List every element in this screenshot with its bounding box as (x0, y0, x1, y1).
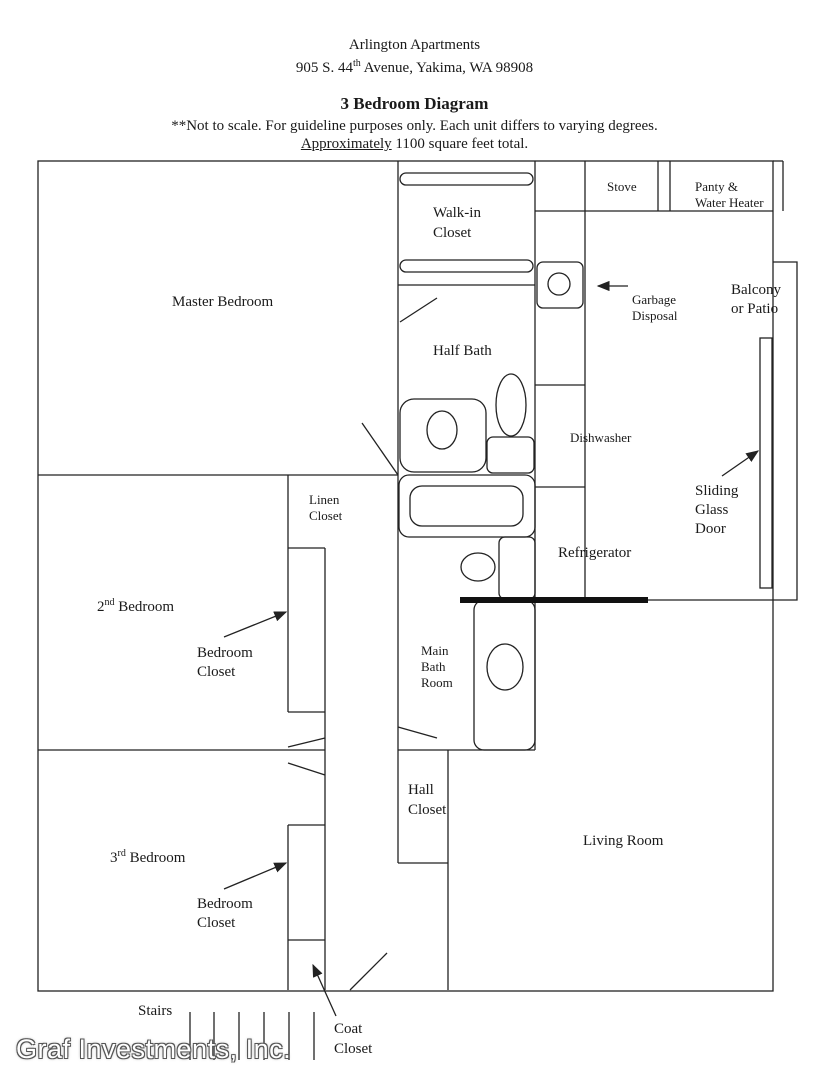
main-bath-label-3: Room (421, 675, 453, 690)
door-mainbath (397, 726, 438, 739)
arrow-sliding (721, 450, 760, 477)
area-approx: Approximately (300, 136, 392, 152)
linen-closet-label-1: Linen (309, 492, 340, 507)
pantry-label-2: Water Heater (695, 195, 764, 209)
mainbath-toilet-tank (498, 536, 536, 600)
third-bedroom-label: 3rd Bedroom (110, 844, 185, 868)
address-superscript: th (352, 58, 361, 69)
mainbath-sink (486, 643, 524, 691)
half-bath-label: Half Bath (433, 343, 492, 359)
closet3-label-2: Closet (197, 915, 236, 931)
sliding-door-label-1: Sliding (695, 483, 739, 499)
closet-rod-1 (399, 172, 534, 186)
arrow-closet2 (223, 611, 288, 638)
closet2-label-1: Bedroom (197, 645, 253, 661)
second-bedroom-sup: nd (104, 597, 115, 608)
area-note: Approximately 1100 square feet total. (0, 135, 829, 153)
address: 905 S. 44th Avenue, Yakima, WA 98908 (0, 55, 829, 77)
master-bedroom-label: Master Bedroom (172, 294, 274, 310)
living-room-label: Living Room (583, 833, 664, 849)
balcony-label-2: or Patio (731, 301, 779, 317)
halfbath-toilet-tank (486, 436, 535, 474)
closet3-label-1: Bedroom (197, 896, 253, 912)
door-master (361, 422, 399, 476)
mainbath-vanity (473, 599, 536, 751)
door-entry (349, 952, 388, 991)
coat-closet-label-2: Closet (334, 1041, 373, 1057)
scale-note: **Not to scale. For guideline purposes o… (171, 118, 658, 134)
address-part-1: 905 S. 44 (295, 60, 353, 76)
bathtub-inner (409, 485, 524, 527)
second-bedroom-num: 2 (97, 599, 105, 615)
garbage-label-2: Disposal (632, 308, 678, 323)
mainbath-toilet-bowl (460, 552, 496, 582)
second-bedroom-label: 2nd Bedroom (97, 593, 174, 617)
door-2nd (287, 737, 326, 748)
sliding-door-label-2: Glass (695, 502, 729, 518)
arrow-closet3 (223, 862, 288, 890)
hall-closet-label-2: Closet (408, 802, 447, 818)
door-halfbath (399, 297, 438, 323)
walkin-closet-label-1: Walk-in (433, 205, 481, 221)
closet-rod-2 (399, 259, 534, 273)
door-3rd (287, 762, 326, 776)
main-bath-label-2: Bath (421, 659, 446, 674)
coat-closet-label-1: Coat (334, 1021, 363, 1037)
garbage-label-1: Garbage (632, 292, 677, 307)
outer-wall (37, 160, 774, 992)
address-part-2: Avenue, Yakima, WA 98908 (360, 60, 534, 76)
area-value: 1100 square feet total. (391, 136, 529, 152)
disposal-drain (547, 272, 571, 296)
refrigerator-label: Refrigerator (558, 545, 632, 561)
diagram-title: 3 Bedroom Diagram (340, 94, 489, 113)
sliding-door (759, 337, 773, 589)
arrow-coat (312, 963, 337, 1017)
halfbath-sink (426, 410, 458, 450)
linen-closet-label-2: Closet (309, 508, 343, 520)
watermark: Graf Investments, Inc. (16, 1034, 292, 1064)
balcony-outline (535, 261, 798, 601)
sliding-door-label-3: Door (695, 521, 726, 537)
bathtub-outer (398, 474, 536, 538)
sink (536, 261, 584, 309)
stove-label: Stove (607, 179, 637, 194)
closet2-label-2: Closet (197, 664, 236, 680)
third-bedroom-sup: rd (117, 848, 126, 859)
third-bedroom-text: Bedroom (125, 850, 186, 866)
walkin-closet-label-2: Closet (433, 225, 472, 241)
halfbath-toilet-bowl (495, 373, 527, 437)
main-bath-label-1: Main (421, 643, 449, 658)
halfbath-vanity (399, 398, 487, 473)
complex-name: Arlington Apartments (348, 37, 481, 53)
stairs-label: Stairs (138, 1003, 173, 1019)
balcony-label-1: Balcony (731, 282, 781, 298)
pantry-label-1: Panty & (695, 179, 738, 194)
hall-closet-label-1: Hall (408, 782, 434, 798)
third-bedroom-num: 3 (110, 850, 118, 866)
second-bedroom-text: Bedroom (114, 599, 175, 615)
dishwasher-label: Dishwasher (570, 430, 632, 445)
